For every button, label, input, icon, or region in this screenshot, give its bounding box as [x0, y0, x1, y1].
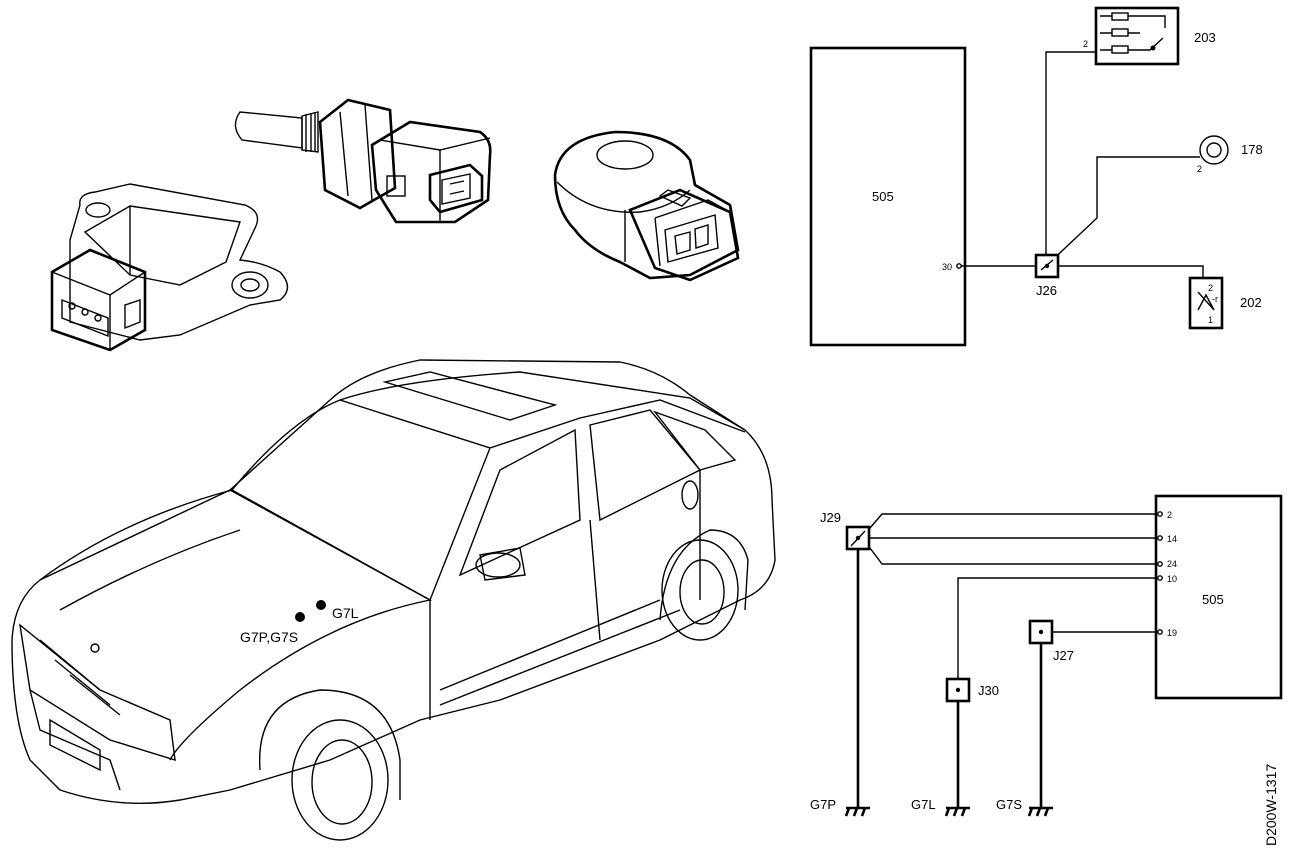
car-label-g7l: G7L — [332, 605, 359, 621]
g7l-location-dot — [316, 600, 326, 610]
component-202-label: 202 — [1240, 295, 1262, 310]
ecu2-pin-19: 19 — [1167, 628, 1177, 638]
component-202-symbol: -r — [1212, 294, 1218, 304]
car-illustration: G7L G7P,G7S — [11, 359, 776, 841]
ecu2-pin-2: 2 — [1167, 510, 1172, 520]
component-202-box — [1188, 276, 1224, 330]
schematic-top: 505 30 J26 2 203 2 178 2 1 -r — [809, 6, 1263, 347]
ground-g7p-symbol — [844, 806, 870, 817]
junction-j30-label: J30 — [978, 683, 999, 698]
ecu2-pin-24: 24 — [1167, 559, 1177, 569]
temperature-sensor-illustration — [234, 98, 492, 224]
component-203-label: 203 — [1194, 30, 1216, 45]
junction-j27-label: J27 — [1053, 648, 1074, 663]
ecu-505-bottom-label: 505 — [1202, 592, 1224, 607]
ecu2-pin-10: 10 — [1167, 574, 1177, 584]
component-178-outer — [1199, 135, 1229, 165]
ecu2-pin-14: 14 — [1167, 534, 1177, 544]
ecu-505-bottom-box — [1154, 494, 1283, 700]
car-label-g7p-g7s: G7P,G7S — [240, 629, 298, 645]
component-178-inner — [1206, 142, 1222, 158]
ecu-505-top-box — [809, 46, 967, 347]
junction-j29-label: J29 — [820, 510, 841, 525]
ground-g7p-label: G7P — [810, 797, 836, 812]
schematic-bottom: 505 2 14 24 10 19 J29 J30 J27 — [810, 494, 1283, 817]
ground-g7s-symbol — [1027, 806, 1053, 817]
component-202-pin-bottom-label: 1 — [1208, 315, 1213, 325]
ecu-505-top-label: 505 — [872, 189, 894, 204]
ground-g7l-symbol — [944, 806, 970, 817]
knock-sensor-illustration — [553, 130, 740, 282]
component-178-label: 178 — [1241, 142, 1263, 157]
drawing-id: D200W-1317 — [1263, 764, 1279, 846]
junction-j26-label: J26 — [1036, 283, 1057, 298]
ecu-pin-30-label: 30 — [942, 262, 952, 272]
g7p-g7s-location-dot — [295, 612, 305, 622]
component-178-pin-label: 2 — [1197, 164, 1202, 174]
component-203-pin-label: 2 — [1083, 39, 1088, 49]
throttle-position-sensor-illustration — [50, 183, 289, 352]
component-202-pin-top-label: 2 — [1208, 283, 1213, 293]
ground-g7s-label: G7S — [996, 797, 1022, 812]
ground-g7l-label: G7L — [911, 797, 936, 812]
